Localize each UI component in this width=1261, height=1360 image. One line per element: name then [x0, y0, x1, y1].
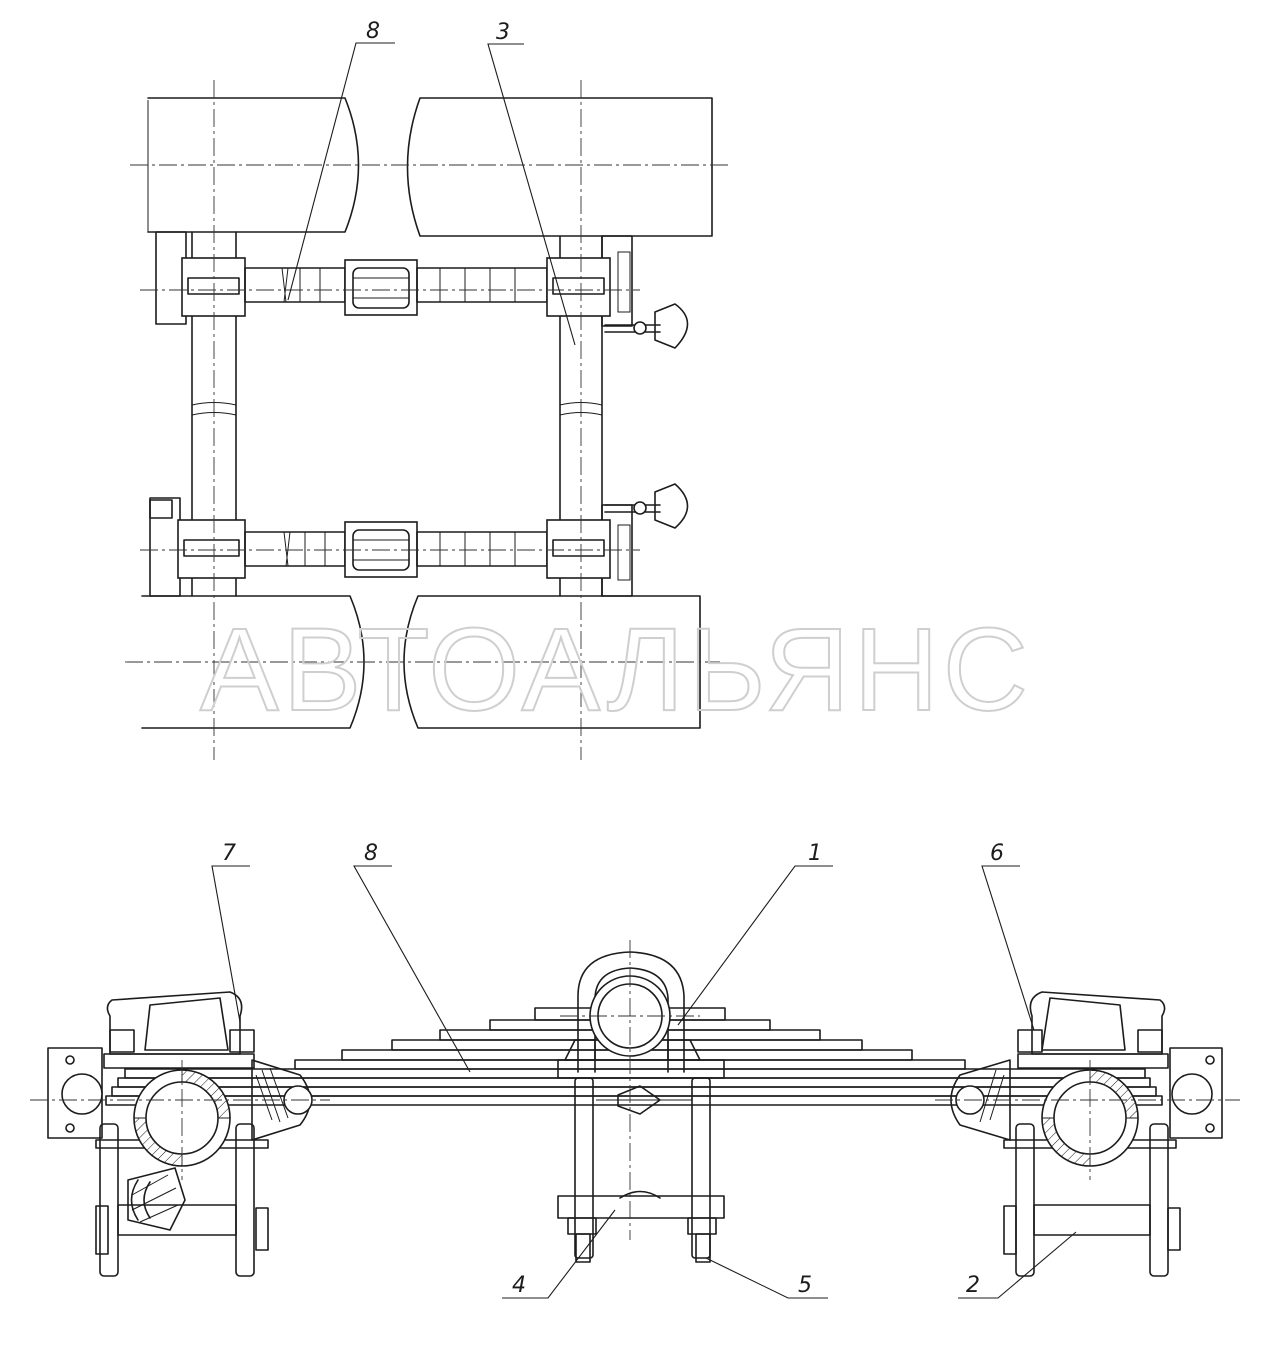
callout-label: 2 [966, 1273, 980, 1298]
spring-upper [181, 257, 611, 317]
callout-label: 6 [990, 841, 1004, 866]
callout-top-8: 8 [287, 19, 395, 301]
watermark: АВТОАЛЬЯНС [200, 604, 1032, 736]
callout-bottom-6: 6 [981, 841, 1035, 1031]
callout-bottom-7: 7 [211, 841, 250, 1023]
wheel-top-right [406, 97, 713, 237]
spring-lower [177, 519, 611, 579]
callout-bottom-5: 5 [705, 1257, 828, 1299]
right-bracket [950, 991, 1223, 1277]
callout-label: 8 [364, 841, 378, 866]
wheel-bottom-right [403, 595, 701, 729]
callout-label: 4 [512, 1273, 526, 1298]
center-axle-clamp [557, 951, 725, 1263]
callout-bottom-1: 1 [677, 841, 833, 1026]
brake-chamber-upper [604, 303, 689, 349]
brake-chamber-lower [604, 483, 689, 529]
callout-label: 7 [222, 841, 236, 866]
left-bracket [47, 991, 313, 1277]
callout-bottom-8: 8 [353, 841, 471, 1073]
callout-top-3: 3 [487, 20, 576, 346]
callout-bottom-2: 2 [958, 1231, 1077, 1299]
wheel-top-left [147, 97, 360, 233]
callout-label: 1 [808, 841, 822, 866]
callout-label: 3 [496, 20, 510, 45]
callout-label: 8 [366, 19, 380, 44]
callout-bottom-4: 4 [502, 1209, 616, 1299]
callout-label: 5 [798, 1273, 812, 1298]
side-view [30, 940, 1240, 1277]
plan-view [125, 80, 730, 760]
